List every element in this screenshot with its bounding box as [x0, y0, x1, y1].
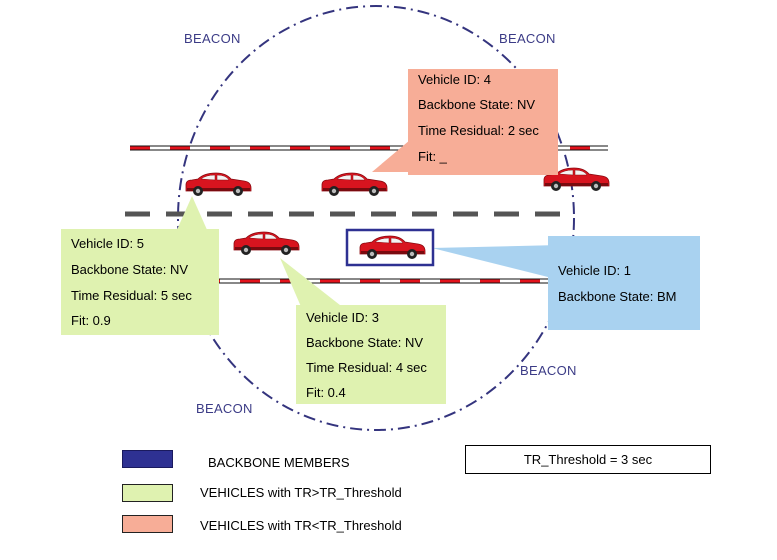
- fit-value: Fit: _: [418, 149, 447, 164]
- fit-value: Fit: 0.9: [71, 313, 111, 328]
- threshold-box: TR_Threshold = 3 sec: [465, 445, 711, 474]
- vehicle-id: Vehicle ID: 3: [306, 310, 379, 325]
- callout-pointer-v3: [280, 258, 345, 309]
- legend-above-threshold-label: VEHICLES with TR>TR_Threshold: [200, 485, 402, 500]
- backbone-member-marker: [345, 228, 435, 267]
- backbone-state: Backbone State: NV: [306, 335, 424, 350]
- fit-value: Fit: 0.4: [306, 385, 346, 400]
- car-icon: [233, 231, 300, 256]
- beacon-range-circle: [177, 5, 575, 431]
- beacon-label: BEACON: [196, 401, 253, 416]
- legend-green-swatch: [122, 484, 173, 502]
- vehicle-id: Vehicle ID: 4: [418, 72, 491, 87]
- callout-pointer-v1: [432, 245, 560, 280]
- legend-below-threshold-label: VEHICLES with TR<TR_Threshold: [200, 518, 402, 533]
- vehicle-1-info-box: Vehicle ID: 1 Backbone State: BM: [548, 236, 700, 330]
- time-residual: Time Residual: 2 sec: [418, 123, 539, 138]
- vehicle-id: Vehicle ID: 5: [71, 236, 144, 251]
- time-residual: Time Residual: 5 sec: [71, 288, 192, 303]
- callout-pointer-v5: [176, 196, 208, 232]
- beacon-label: BEACON: [520, 363, 577, 378]
- backbone-state: Backbone State: NV: [71, 262, 189, 277]
- vehicle-5-info-box: Vehicle ID: 5 Backbone State: NV Time Re…: [61, 229, 219, 335]
- backbone-state: Backbone State: BM: [558, 289, 677, 304]
- car-icon: [359, 235, 426, 260]
- beacon-label: BEACON: [184, 31, 241, 46]
- car-icon: [185, 172, 252, 197]
- vehicle-id: Vehicle ID: 1: [558, 263, 631, 278]
- time-residual: Time Residual: 4 sec: [306, 360, 427, 375]
- callout-pointer-v4: [372, 140, 410, 172]
- legend-pink-swatch: [122, 515, 173, 533]
- car-icon: [321, 172, 388, 197]
- backbone-state: Backbone State: NV: [418, 97, 536, 112]
- vehicle-3-info-box: Vehicle ID: 3 Backbone State: NV Time Re…: [296, 305, 446, 404]
- legend-backbone-label: BACKBONE MEMBERS: [208, 455, 350, 470]
- vehicle-4-info-box: Vehicle ID: 4 Backbone State: NV Time Re…: [408, 69, 558, 175]
- beacon-label: BEACON: [499, 31, 556, 46]
- legend-backbone-swatch: [122, 450, 173, 468]
